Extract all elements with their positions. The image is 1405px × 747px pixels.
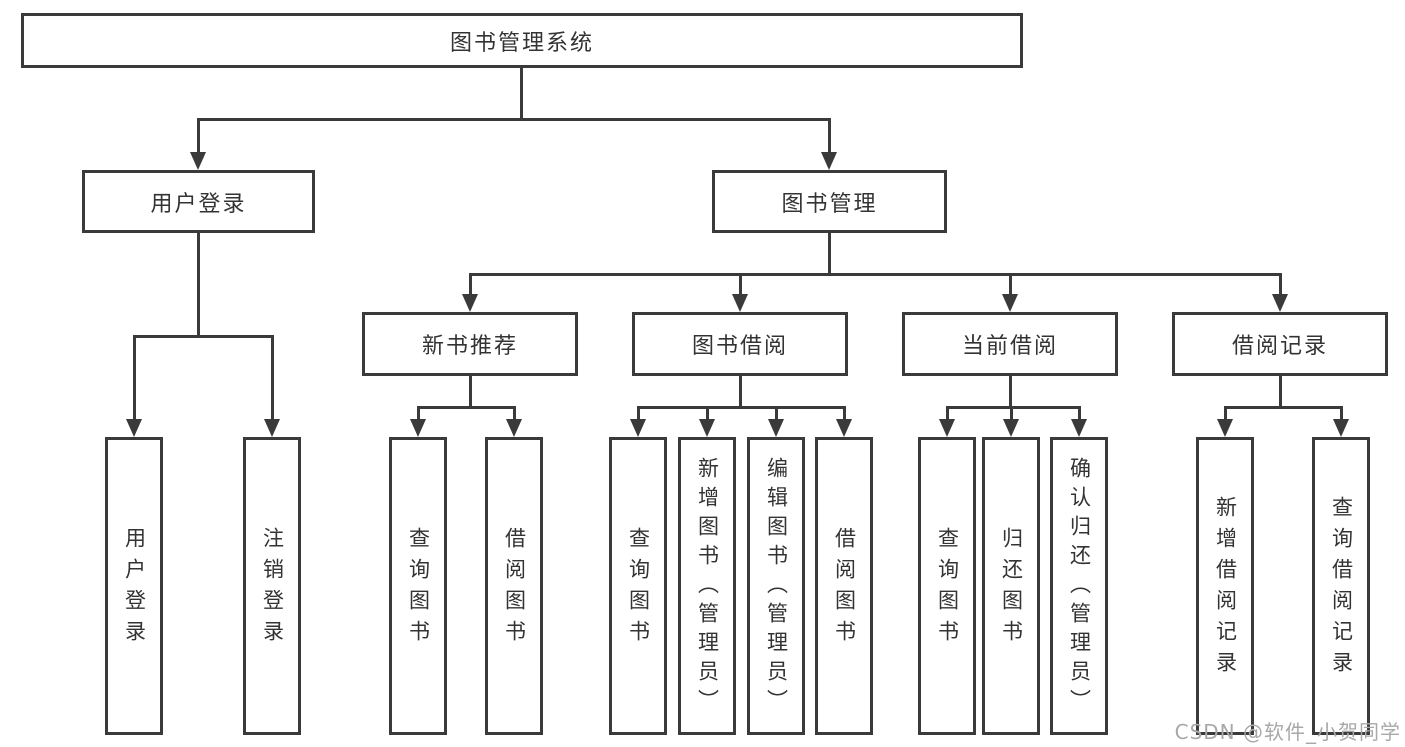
node-borrow-records: 借阅记录	[1172, 312, 1388, 376]
connector-line	[1224, 406, 1343, 409]
arrowhead-icon	[939, 419, 955, 437]
arrowhead-icon	[768, 419, 784, 437]
connector-line	[828, 118, 831, 152]
connector-line	[946, 406, 949, 419]
arrowhead-icon	[1003, 419, 1019, 437]
arrowhead-icon	[699, 419, 715, 437]
arrowhead-icon	[1333, 419, 1349, 437]
connector-line	[828, 233, 831, 273]
leaf-add-book-admin: 新增图书（管理员）	[678, 437, 736, 735]
connector-line	[133, 335, 274, 338]
connector-line	[1010, 406, 1013, 419]
node-library-system-root: 图书管理系统	[21, 13, 1023, 68]
connector-line	[520, 68, 523, 118]
node-new-book-recommend: 新书推荐	[362, 312, 578, 376]
connector-line	[197, 118, 831, 121]
connector-line	[417, 406, 516, 409]
leaf-borrow-books-recommend: 借阅图书	[485, 437, 543, 735]
connector-line	[637, 406, 846, 409]
arrowhead-icon	[1071, 419, 1087, 437]
leaf-confirm-return-admin: 确认归还（管理员）	[1050, 437, 1108, 735]
leaf-add-borrow-record: 新增借阅记录	[1196, 437, 1254, 735]
csdn-watermark: CSDN @软件_小贺同学	[1174, 720, 1401, 744]
connector-line	[1009, 273, 1012, 294]
connector-line	[133, 335, 136, 419]
leaf-logout: 注销登录	[243, 437, 301, 735]
arrowhead-icon	[1002, 294, 1018, 312]
arrowhead-icon	[821, 152, 837, 170]
connector-line	[469, 273, 472, 294]
node-user-login: 用户登录	[82, 170, 315, 233]
arrowhead-icon	[1272, 294, 1288, 312]
connector-line	[1009, 376, 1012, 406]
arrowhead-icon	[462, 294, 478, 312]
leaf-return-books: 归还图书	[982, 437, 1040, 735]
arrowhead-icon	[506, 419, 522, 437]
arrowhead-icon	[1217, 419, 1233, 437]
connector-line	[739, 376, 742, 406]
arrowhead-icon	[264, 419, 280, 437]
connector-line	[417, 406, 420, 419]
leaf-edit-book-admin: 编辑图书（管理员）	[747, 437, 805, 735]
connector-line	[706, 406, 709, 419]
leaf-borrow-books-borrow: 借阅图书	[815, 437, 873, 735]
connector-line	[197, 118, 200, 152]
arrowhead-icon	[190, 152, 206, 170]
connector-line	[271, 335, 274, 419]
connector-line	[513, 406, 516, 419]
connector-line	[775, 406, 778, 419]
leaf-query-books-recommend: 查询图书	[389, 437, 447, 735]
leaf-query-borrow-record: 查询借阅记录	[1312, 437, 1370, 735]
connector-line	[197, 233, 200, 335]
leaf-query-books-borrow: 查询图书	[609, 437, 667, 735]
node-book-borrowing: 图书借阅	[632, 312, 848, 376]
node-current-borrowing: 当前借阅	[902, 312, 1118, 376]
connector-line	[1340, 406, 1343, 419]
arrowhead-icon	[732, 294, 748, 312]
connector-line	[1279, 273, 1282, 294]
connector-line	[469, 376, 472, 406]
connector-line	[1224, 406, 1227, 419]
connector-line	[469, 273, 1282, 276]
connector-line	[739, 273, 742, 294]
node-book-management: 图书管理	[712, 170, 947, 233]
connector-line	[946, 406, 1081, 409]
arrowhead-icon	[410, 419, 426, 437]
connector-line	[1279, 376, 1282, 406]
leaf-user-login: 用户登录	[105, 437, 163, 735]
connector-line	[843, 406, 846, 419]
arrowhead-icon	[126, 419, 142, 437]
arrowhead-icon	[836, 419, 852, 437]
connector-line	[637, 406, 640, 419]
connector-line	[1078, 406, 1081, 419]
arrowhead-icon	[630, 419, 646, 437]
leaf-query-books-current: 查询图书	[918, 437, 976, 735]
